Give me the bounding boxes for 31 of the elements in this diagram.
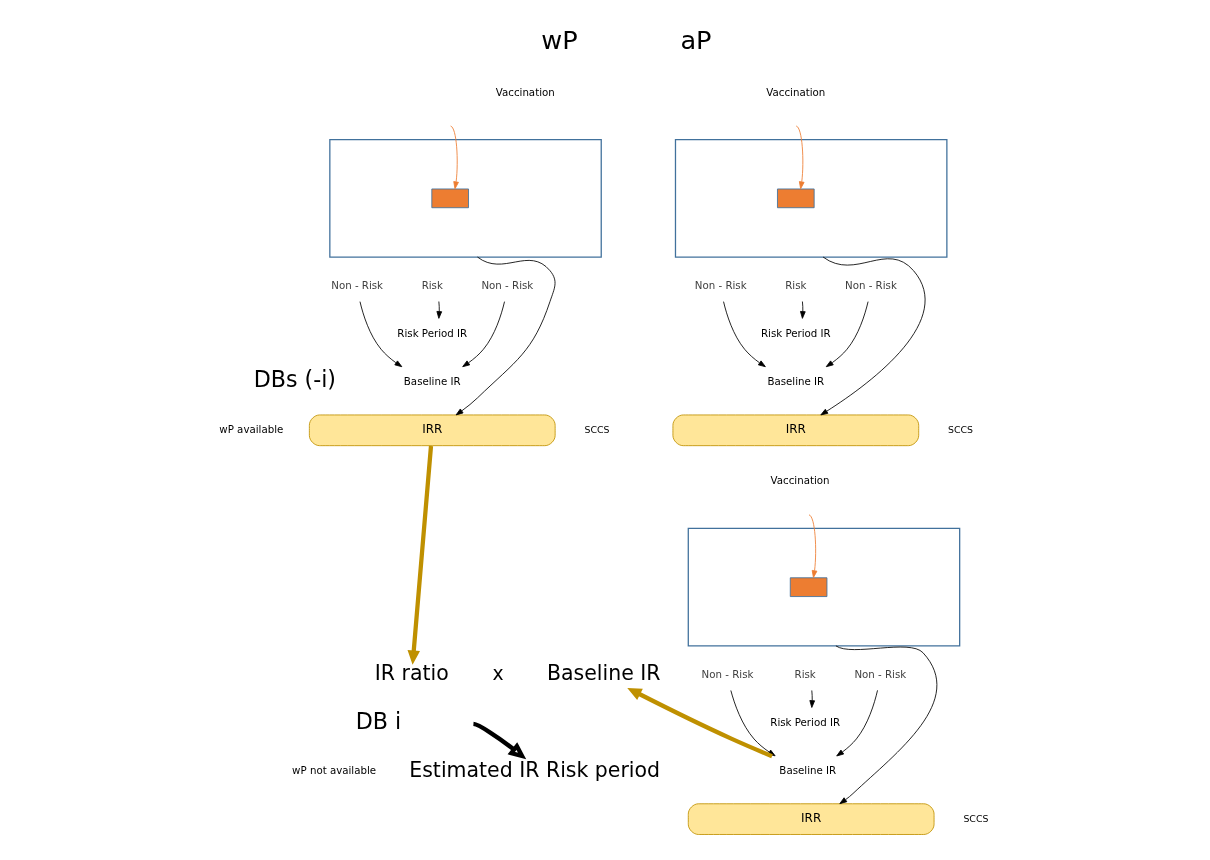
label: aP <box>679 25 712 56</box>
label: Vaccination <box>770 474 830 487</box>
node-text: Risk <box>784 278 806 291</box>
node-text: Non - Risk <box>853 667 906 680</box>
node-text: Risk Period IR <box>760 326 831 339</box>
label: wP available <box>218 422 283 435</box>
node-label: SCCS <box>962 812 988 824</box>
label: wP <box>540 25 578 56</box>
node-label: SCCS <box>583 423 609 435</box>
node-text: Risk <box>421 278 443 291</box>
label: x <box>491 662 504 684</box>
node-text: IR ratio <box>374 661 449 686</box>
node-text: Baseline IR <box>766 374 824 387</box>
node-text: Non - Risk <box>694 278 747 291</box>
label: wP not available <box>291 763 376 776</box>
node-text: Non - Risk <box>701 667 753 680</box>
node-label: SCCS <box>947 423 973 435</box>
node-text: Non - Risk <box>480 278 533 291</box>
node-text: Non - Risk <box>330 278 383 291</box>
node-text: Risk Period IR <box>769 715 840 728</box>
node-text: Baseline IR <box>403 374 461 387</box>
label: Vaccination <box>495 85 555 98</box>
node-text: Risk <box>794 667 816 680</box>
node-text: Risk Period IR <box>396 326 467 339</box>
node-text: Baseline IR <box>778 763 836 776</box>
node-text: Baseline IR <box>546 661 661 686</box>
label: DB i <box>355 707 401 734</box>
label: DBs (-i) <box>253 366 336 393</box>
node-text: Non - Risk <box>844 278 897 291</box>
label: Vaccination <box>765 85 825 98</box>
node-text: Estimated IR Risk period <box>408 757 660 782</box>
